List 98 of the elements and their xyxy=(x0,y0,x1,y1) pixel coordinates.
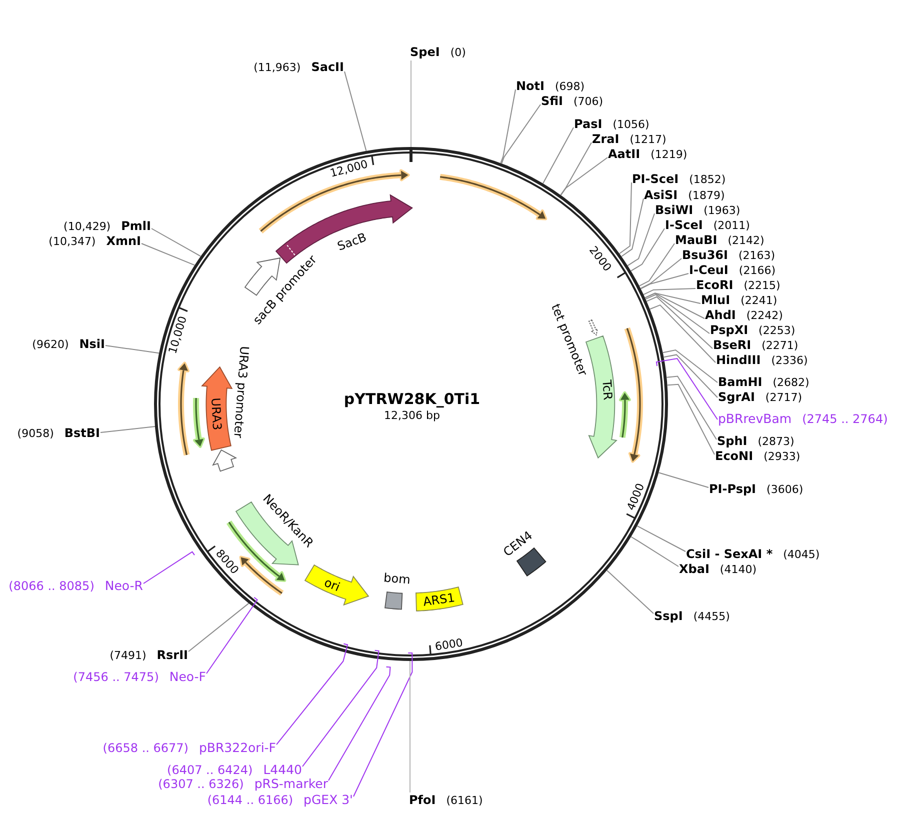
leader-line xyxy=(206,596,258,674)
enzyme-site-label: PI-SceI (1852) xyxy=(632,172,726,187)
primer-label: (7456 .. 7475) Neo-F xyxy=(73,670,206,685)
enzyme-site-label: PasI (1056) xyxy=(574,117,650,132)
leader-line xyxy=(627,213,655,266)
leader-line xyxy=(105,345,160,354)
scale-label: 12,000 xyxy=(328,158,369,180)
leader-line xyxy=(640,273,689,290)
leader-line xyxy=(658,472,709,488)
enzyme-site-label: SpeI (0) xyxy=(410,45,466,60)
leader-line xyxy=(344,71,367,152)
leader-line xyxy=(618,182,632,254)
enzyme-site-label: BseRI (2271) xyxy=(713,338,798,353)
enzyme-site-label: NotI (698) xyxy=(516,79,585,94)
leader-line xyxy=(606,570,654,614)
leader-line xyxy=(302,650,380,767)
leader-line xyxy=(646,296,713,349)
leader-line xyxy=(644,292,705,319)
enzyme-site-label: ZraI (1217) xyxy=(592,132,666,147)
enzyme-site-label: SfiI (706) xyxy=(541,94,604,109)
enzyme-site-label: I-SceI (2011) xyxy=(665,218,750,233)
enzyme-site-label: (9058) BstBI xyxy=(17,426,100,441)
feature-block xyxy=(414,586,464,612)
leader-line xyxy=(276,643,348,745)
feature-label: ori xyxy=(322,576,342,594)
scale-label: 10,000 xyxy=(167,314,190,355)
enzyme-site-label: BamHI (2682) xyxy=(718,375,810,390)
feature-label: SacB xyxy=(336,231,368,254)
primer-label: pBRrevBam (2745 .. 2764) xyxy=(718,412,888,427)
leader-line xyxy=(620,198,644,257)
sequence-length: 12,306 bp xyxy=(384,410,440,422)
leader-line xyxy=(640,258,682,289)
leader-line xyxy=(662,349,718,383)
enzyme-site-label: EcoRI (2215) xyxy=(696,278,780,293)
enzyme-site-label: PspXI (2253) xyxy=(710,323,796,338)
gene-feature xyxy=(585,334,618,459)
primer-label: (6307 .. 6326) pRS-marker xyxy=(158,777,328,792)
enzyme-site-label: AsiSI (1879) xyxy=(644,188,725,203)
primer-label: (6407 .. 6424) L4440 xyxy=(167,763,302,778)
feature-label: URA3 xyxy=(209,398,224,431)
enzyme-site-label: EcoNI (2933) xyxy=(715,449,800,464)
enzyme-site-label: I-CeuI (2166) xyxy=(689,263,776,278)
enzyme-site-label: AatII (1219) xyxy=(608,147,688,162)
enzyme-site-label: (10,429) PmlI xyxy=(64,219,151,234)
enzyme-site-label: SspI (4455) xyxy=(654,609,730,624)
scale-label: 4000 xyxy=(624,481,646,512)
enzyme-site-label: (10,347) XmnI xyxy=(48,234,141,249)
enzyme-site-label: MluI (2241) xyxy=(701,293,778,308)
leader-line xyxy=(100,426,156,433)
enzyme-site-label: PfoI (6161) xyxy=(409,793,483,808)
feature-label: TcR xyxy=(600,380,614,401)
leader-line xyxy=(663,354,718,398)
leader-line xyxy=(649,304,716,363)
leader-line xyxy=(328,666,391,781)
leader-line xyxy=(409,660,410,793)
leader-line xyxy=(542,127,574,184)
leader-line xyxy=(410,60,412,148)
origin-feature xyxy=(304,564,370,606)
leader-line xyxy=(656,358,718,420)
feature-label: ARS1 xyxy=(422,592,456,608)
leader-line xyxy=(666,384,715,455)
enzyme-site-label: (9620) NsiI xyxy=(32,337,105,352)
enzyme-site-label: AhdI (2242) xyxy=(705,308,783,323)
enzyme-site-label: MauBI (2142) xyxy=(675,233,764,248)
scale-label: 6000 xyxy=(434,637,464,653)
enzyme-site-label: BsiWI (1963) xyxy=(655,203,740,218)
enzyme-site-label: PI-PspI (3606) xyxy=(709,482,804,497)
leader-line xyxy=(630,536,679,567)
enzyme-site-label: SgrAI (2717) xyxy=(718,390,802,405)
leader-line xyxy=(643,288,696,296)
enzyme-site-label: (11,963) SacII xyxy=(254,60,344,75)
leader-line xyxy=(501,104,541,164)
plasmid-name: pYTRW28K_0Ti1 xyxy=(344,392,480,408)
leader-line xyxy=(500,89,516,164)
enzyme-site-label: (7491) RsrII xyxy=(110,648,188,663)
enzyme-site-label: SphI (2873) xyxy=(717,434,794,449)
leader-line xyxy=(645,294,710,334)
leader-line xyxy=(353,652,413,797)
leader-line xyxy=(638,243,675,286)
leader-line xyxy=(636,525,686,552)
primer-label: (8066 .. 8085) Neo-R xyxy=(8,579,143,594)
enzyme-site-label: Bsu36I (2163) xyxy=(682,248,776,263)
enzyme-site-label: CsiI - SexAI * (4045) xyxy=(686,547,820,562)
leader-line xyxy=(141,243,196,266)
leader-line xyxy=(151,228,202,257)
enzyme-site-label: XbaI (4140) xyxy=(679,562,756,577)
primer-label: (6144 .. 6166) pGEX 3' xyxy=(207,793,353,808)
leader-line xyxy=(630,228,665,272)
leader-line xyxy=(188,602,250,652)
enzyme-site-label: HindIII (2336) xyxy=(716,353,808,368)
leader-line xyxy=(666,376,717,440)
leader-line xyxy=(143,551,195,584)
feature-label: bom xyxy=(383,572,411,587)
leader-line xyxy=(560,157,608,196)
gene-feature xyxy=(200,366,233,452)
primer-label: (6658 .. 6677) pBR322ori-F xyxy=(102,741,276,756)
feature-label: URA3 promoter xyxy=(232,346,251,438)
leader-line xyxy=(560,142,592,196)
